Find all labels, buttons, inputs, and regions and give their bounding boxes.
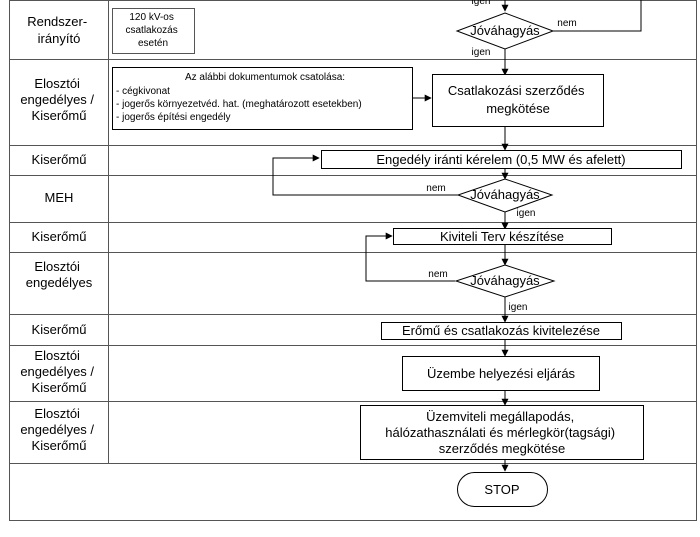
step-uzembe-box xyxy=(402,356,600,391)
documents-note-items: - cégkivonat - jogerős környezetvéd. hat… xyxy=(116,86,364,123)
connectors xyxy=(272,0,642,472)
decision-rendszeriranyito-yes-top: igen xyxy=(472,0,491,7)
lane-label-kiseromu-3: Kiserőmű xyxy=(32,322,87,337)
decision-meh-yes: igen xyxy=(517,208,536,219)
step-kivitelezes-text: Erőmű és csatlakozás kivitelezése xyxy=(402,323,600,338)
decision-meh xyxy=(456,178,554,213)
kv-note-box xyxy=(112,8,195,54)
step-kiviteli-text: Kiviteli Terv készítése xyxy=(440,229,564,244)
lane-label-elosztoi-kiseromu-3: Elosztói engedélyes / Kiserőmű xyxy=(20,406,97,453)
step-stop-text: STOP xyxy=(484,482,519,497)
decision-meh-label: Jóváhagyás xyxy=(470,187,540,202)
step-kerelem-text: Engedély iránti kérelem (0,5 MW és afele… xyxy=(376,152,625,167)
documents-note-title: Az alábbi dokumentumok csatolása: xyxy=(185,72,345,83)
lane-label-elosztoi-kiseromu-1: Elosztói engedélyes / Kiserőmű xyxy=(20,76,97,123)
decision-rendszeriranyito-no: nem xyxy=(557,18,576,29)
step-uzemviteli-text: Üzemviteli megállapodás, hálózathasznála… xyxy=(385,409,618,456)
lane-label-rendszeriranyito: Rendszer- irányító xyxy=(27,14,91,46)
decision-rendszeriranyito-yes: igen xyxy=(472,47,491,58)
lane-label-meh: MEH xyxy=(45,190,74,205)
step-szerzodes-box xyxy=(432,74,604,127)
step-kerelem-box xyxy=(321,150,682,169)
lane-label-elosztoi-kiseromu-2: Elosztói engedélyes / Kiserőmű xyxy=(20,348,97,395)
decision-elosztoi-no: nem xyxy=(428,269,447,280)
swimlane-grid xyxy=(9,0,697,521)
step-uzembe-text: Üzembe helyezési eljárás xyxy=(427,366,576,381)
decision-rendszeriranyito xyxy=(455,12,555,50)
lane-label-kiseromu-1: Kiserőmű xyxy=(32,152,87,167)
decision-rendszeriranyito-label: Jóváhagyás xyxy=(470,23,540,38)
step-kiviteli-box xyxy=(393,228,612,245)
decision-elosztoi-yes: igen xyxy=(509,302,528,313)
step-uzemviteli-box xyxy=(360,405,644,460)
decision-elosztoi-label: Jóváhagyás xyxy=(470,273,540,288)
step-szerzodes-text: Csatlakozási szerződés megkötése xyxy=(448,83,588,116)
decision-meh-no: nem xyxy=(426,183,445,194)
step-kivitelezes-box xyxy=(381,322,622,340)
lane-label-elosztoi-engedelyes: Elosztói engedélyes xyxy=(26,259,93,290)
kv-note-text: 120 kV-os csatlakozás esetén xyxy=(125,12,180,49)
lane-label-kiseromu-2: Kiserőmű xyxy=(32,229,87,244)
documents-note-box xyxy=(112,67,413,130)
step-stop-terminator xyxy=(457,472,548,507)
decision-elosztoi xyxy=(454,264,556,298)
